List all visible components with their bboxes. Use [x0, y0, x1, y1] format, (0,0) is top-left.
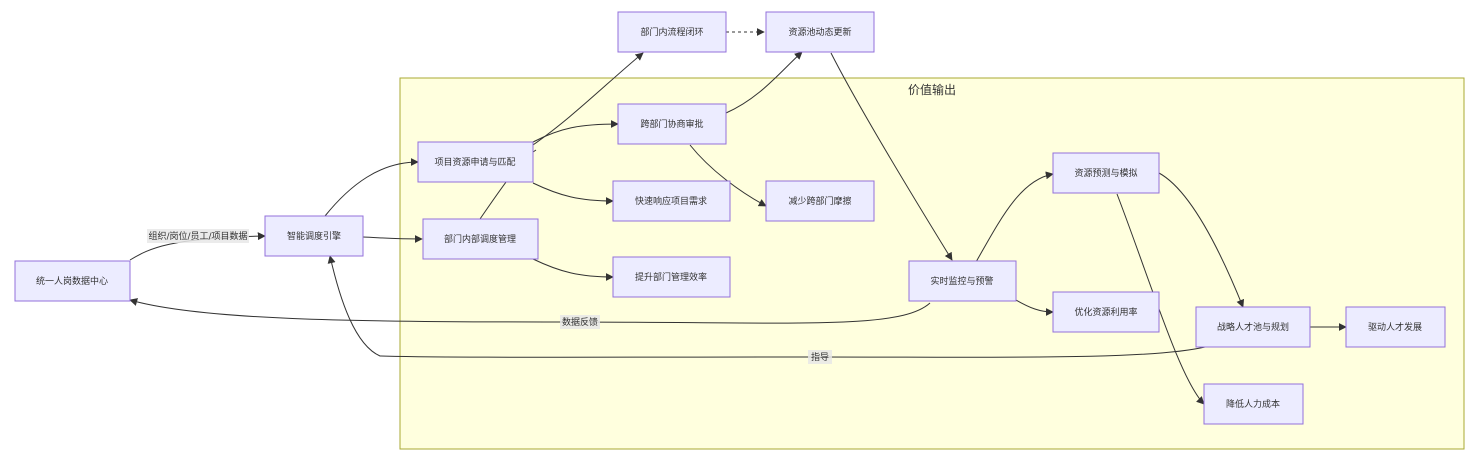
node-cross-approve-label: 跨部门协商审批	[640, 118, 703, 130]
node-forecast[interactable]: 资源预测与模拟	[1052, 152, 1160, 194]
node-dept-scheduling-label: 部门内部调度管理	[444, 233, 516, 245]
node-pool-update-label: 资源池动态更新	[788, 26, 851, 38]
nodes: 统一人岗数据中心 智能调度引擎 项目资源申请与匹配 部门内部调度管理 部门内流程…	[14, 11, 1446, 425]
edge-engine-project	[324, 158, 419, 217]
edge-project-crossapprove	[532, 120, 619, 143]
edge-pool-monitor	[830, 52, 953, 261]
node-scheduling-engine-label: 智能调度引擎	[287, 230, 341, 242]
edge-monitor-forecast	[975, 171, 1054, 263]
node-optimize-label: 优化资源利用率	[1074, 306, 1137, 318]
node-drive-talent-label: 驱动人才发展	[1368, 321, 1422, 333]
guide-label-bg	[808, 350, 832, 364]
node-reduce-cost-label: 降低人力成本	[1226, 398, 1280, 410]
node-data-center[interactable]: 统一人岗数据中心	[14, 260, 131, 302]
edge-talent-engine-guide	[327, 255, 1206, 358]
node-dept-efficiency[interactable]: 提升部门管理效率	[612, 256, 731, 298]
guide-label: 指导	[811, 351, 829, 363]
node-data-center-label: 统一人岗数据中心	[36, 275, 108, 287]
feedback-label: 数据反馈	[562, 316, 598, 328]
node-reduce-cost[interactable]: 降低人力成本	[1203, 383, 1304, 425]
edge-labels: 组织/岗位/员工/项目数据 数据反馈 指导	[147, 229, 832, 364]
node-talent-pool-label: 战略人才池与规划	[1217, 321, 1289, 333]
edge-forecast-talent	[1158, 172, 1245, 308]
edge-monitor-center-feedback	[129, 298, 931, 324]
node-reduce-friction[interactable]: 减少跨部门摩擦	[765, 180, 875, 222]
node-project-match-label: 项目资源申请与匹配	[434, 156, 515, 168]
edge-project-fastresponse	[532, 182, 614, 205]
cluster-title: 价值输出	[908, 82, 956, 97]
node-pool-update[interactable]: 资源池动态更新	[765, 11, 875, 53]
feedback-label-bg	[560, 315, 600, 329]
node-drive-talent[interactable]: 驱动人才发展	[1345, 306, 1446, 348]
node-forecast-label: 资源预测与模拟	[1074, 167, 1137, 179]
edge-monitor-optimize	[1015, 299, 1054, 316]
edge-dept-efficiency	[532, 258, 614, 281]
node-dept-loop[interactable]: 部门内流程闭环	[617, 11, 727, 53]
node-dept-efficiency-label: 提升部门管理效率	[635, 271, 707, 283]
node-talent-pool[interactable]: 战略人才池与规划	[1195, 306, 1311, 348]
node-scheduling-engine[interactable]: 智能调度引擎	[264, 215, 364, 257]
node-reduce-friction-label: 减少跨部门摩擦	[788, 195, 851, 207]
edge-engine-dept	[362, 234, 423, 243]
node-dept-loop-label: 部门内流程闭环	[640, 26, 703, 38]
node-fast-response-label: 快速响应项目需求	[635, 195, 707, 207]
node-fast-response[interactable]: 快速响应项目需求	[612, 180, 731, 222]
edge-crossapprove-pool	[725, 51, 803, 114]
edge-forecast-cost	[1116, 193, 1205, 405]
node-realtime-monitor-label: 实时监控与预警	[930, 275, 993, 287]
node-optimize[interactable]: 优化资源利用率	[1052, 291, 1160, 333]
node-project-match[interactable]: 项目资源申请与匹配	[417, 141, 534, 183]
node-cross-approve[interactable]: 跨部门协商审批	[617, 103, 727, 145]
node-dept-scheduling[interactable]: 部门内部调度管理	[422, 218, 539, 260]
node-realtime-monitor[interactable]: 实时监控与预警	[908, 260, 1017, 302]
input-label-bg	[147, 229, 249, 243]
edge-crossapprove-friction	[689, 144, 767, 207]
input-data-label: 组织/岗位/员工/项目数据	[148, 230, 247, 242]
